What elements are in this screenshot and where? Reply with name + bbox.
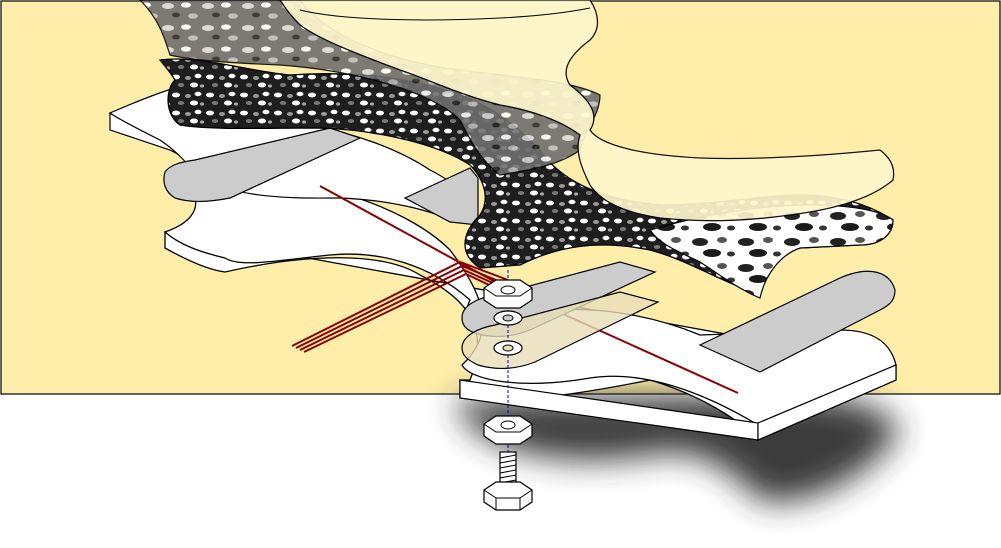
cream-sheet-top xyxy=(279,0,895,222)
washer-top xyxy=(493,310,523,326)
hex-nut-bottom xyxy=(483,415,533,445)
hex-bolt xyxy=(483,451,533,511)
base-plate-right-edge xyxy=(757,364,897,441)
gray-pad-right xyxy=(698,270,896,373)
hex-bolt-icon xyxy=(483,481,533,511)
hex-nut-icon xyxy=(483,415,533,445)
gray-pad-middle xyxy=(403,167,479,226)
wire-1 xyxy=(291,260,509,347)
washer-middle xyxy=(493,340,523,356)
gray-pad-left xyxy=(163,127,362,202)
cream-sheet-inner-curve xyxy=(299,7,591,21)
hex-nut-top xyxy=(483,279,533,309)
wire-2 xyxy=(295,264,509,349)
